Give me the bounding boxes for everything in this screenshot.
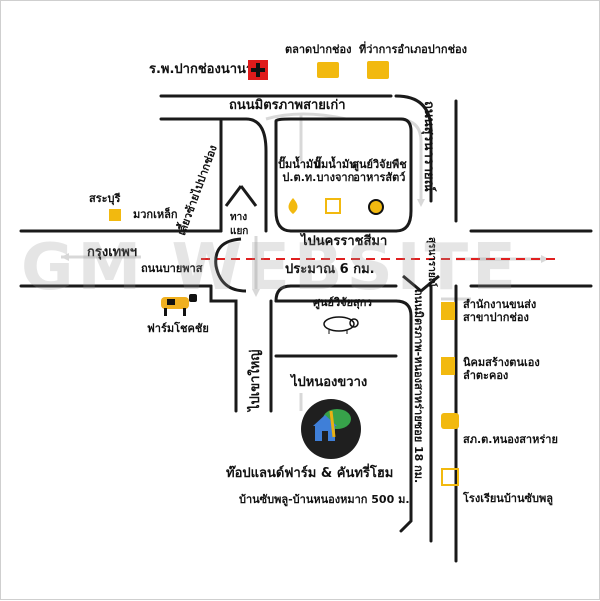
pig-icon: [319, 313, 361, 335]
to-korat-label: ไปนครราชสีมา: [301, 234, 388, 249]
post-office-label: สำนักงานขนส่ง สาขาปากช่อง: [463, 298, 537, 324]
right-road-label: ถนนสุรนารายณ์: [421, 101, 436, 192]
bangkok-label: กรุงเทพฯ: [87, 245, 138, 260]
market-label: ตลาดปากช่อง: [285, 43, 352, 56]
right-small-label: สุรนารายณ์: [426, 237, 437, 288]
ptt-flame-icon: [285, 197, 301, 215]
main-roads: [19, 94, 593, 563]
research-center-icon: [368, 199, 384, 215]
post-office-icon: [441, 302, 455, 320]
hospital-label: ร.พ.ปากช่องนานา: [149, 62, 254, 77]
self-help-icon: [441, 357, 455, 375]
junction-label: ทางแยก: [230, 212, 249, 237]
destination-logo: [301, 399, 361, 459]
bangchak-line2: บางจาก: [316, 170, 355, 184]
saraburi-icon: [109, 209, 121, 221]
swine-center-label: ศูนย์วิจัยสุกร: [313, 296, 373, 309]
police-label: สภ.ต.หนองสาหร่าย: [463, 433, 558, 446]
bangchak-icon: [325, 198, 341, 214]
self-help-line1: นิคมสร้างตนเอง: [463, 356, 540, 369]
school-icon: [441, 468, 459, 486]
district-office-icon: [367, 61, 389, 79]
self-help-label: นิคมสร้างตนเอง ลำตะคอง: [463, 356, 540, 382]
ptt-label: ปั๊มน้ำมัน ป.ต.ท.: [278, 158, 321, 184]
destination-name: ท๊อปแลนด์ฟาร์ม & คันทรี่โฮม: [226, 466, 394, 481]
police-icon: [441, 413, 459, 429]
to-khaoyai-label: ไปเขาใหญ่: [248, 349, 263, 411]
distance-label: ประมาณ 6 กม.: [285, 262, 375, 277]
district-office-label: ที่ว่าการอำเภอปากช่อง: [359, 43, 468, 56]
junction-loops: [214, 185, 440, 293]
market-icon: [317, 62, 339, 78]
hospital-icon: [248, 60, 268, 80]
bypass-road-label: ถนนบายพาส: [141, 262, 203, 275]
ptt-line2: ป.ต.ท.: [282, 170, 317, 184]
research-center-label: ศูนย์วิจัยพืช อาหารสัตว์: [352, 158, 407, 184]
chokchai-farm-label: ฟาร์มโชคชัย: [147, 322, 209, 335]
saraburi-label: สระบุรี: [89, 192, 121, 205]
bangchak-line1: ปั๊มน้ำมัน: [314, 158, 357, 171]
post-office-line1: สำนักงานขนส่ง: [463, 298, 537, 311]
research-line1: ศูนย์วิจัยพืช: [352, 158, 407, 171]
destination-sub: บ้านซับพลู-บ้านหนองหมาก 500 ม.: [239, 493, 410, 506]
top-road-label: ถนนมิตรภาพสายเก่า: [229, 98, 346, 113]
to-nongkhwang-label: ไปหนองขวาง: [291, 375, 368, 390]
bangchak-label: ปั๊มน้ำมัน บางจาก: [314, 158, 357, 184]
research-line2: อาหารสัตว์: [353, 170, 406, 184]
mualek-label: มวกเหล็ก: [133, 208, 178, 221]
ptt-line1: ปั๊มน้ำมัน: [278, 158, 321, 171]
arrow-heads: [61, 199, 549, 297]
self-help-line2: ลำตะคอง: [463, 368, 509, 382]
school-label: โรงเรียนบ้านซับพลู: [463, 492, 553, 505]
post-office-line2: สาขาปากช่อง: [463, 310, 529, 324]
side-road-label: ถนนมิตรภาพ-หนองสาหร่ายซอย 18 กม.: [412, 289, 425, 484]
cow-icon: [155, 291, 199, 317]
